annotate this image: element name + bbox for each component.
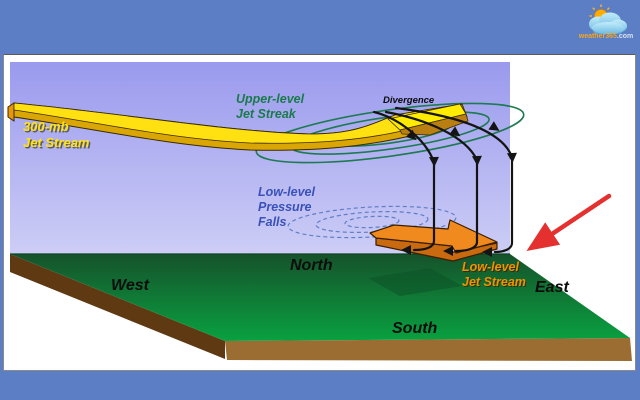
cloud-icon [589, 12, 627, 35]
upper-level-jet-streak-label: Upper-level Jet Streak [236, 92, 304, 123]
ground-shadow [368, 268, 462, 296]
ground-slab [10, 253, 632, 361]
jet-stream-ribbon [7, 102, 469, 151]
red-annotation-arrow [526, 193, 612, 251]
compass-north-label: North [290, 257, 333, 274]
lowjet-line1: Low-level [462, 260, 519, 274]
jet-left-cap [7, 102, 15, 122]
jet-stream-300mb-label: 300-mb Jet Stream [23, 119, 89, 151]
logo-text: weather365.com [575, 33, 637, 40]
logo-text-suffix: .com [616, 33, 634, 40]
jet300-line1: 300-mb [23, 119, 69, 134]
ground-surface [10, 254, 630, 341]
streak-line2: Jet Streak [236, 107, 296, 122]
ground-front-face [225, 338, 632, 361]
logo-text-main: weather365 [578, 33, 617, 40]
pressure-line3: Falls [258, 215, 287, 229]
divergence-arrowheads [401, 121, 517, 257]
weather365-logo: weather365.com [575, 4, 637, 46]
compass-west-label: West [111, 277, 149, 294]
streak-line1: Upper-level [236, 92, 305, 106]
pressure-line2: Pressure [258, 200, 312, 214]
divergence-label: Divergence [383, 95, 435, 106]
low-level-jet-stream-label: Low-level Jet Stream [462, 260, 526, 290]
low-level-pressure-falls-label: Low-level Pressure Falls [258, 185, 315, 230]
pressure-line1: Low-level [258, 185, 315, 199]
ground-edge-left [10, 254, 225, 359]
compass-south-label: South [392, 320, 438, 337]
logo-art [589, 4, 627, 35]
lowjet-line2: Jet Stream [462, 275, 526, 289]
compass-east-label: East [535, 279, 569, 296]
jet300-line2: Jet Stream [23, 134, 90, 150]
